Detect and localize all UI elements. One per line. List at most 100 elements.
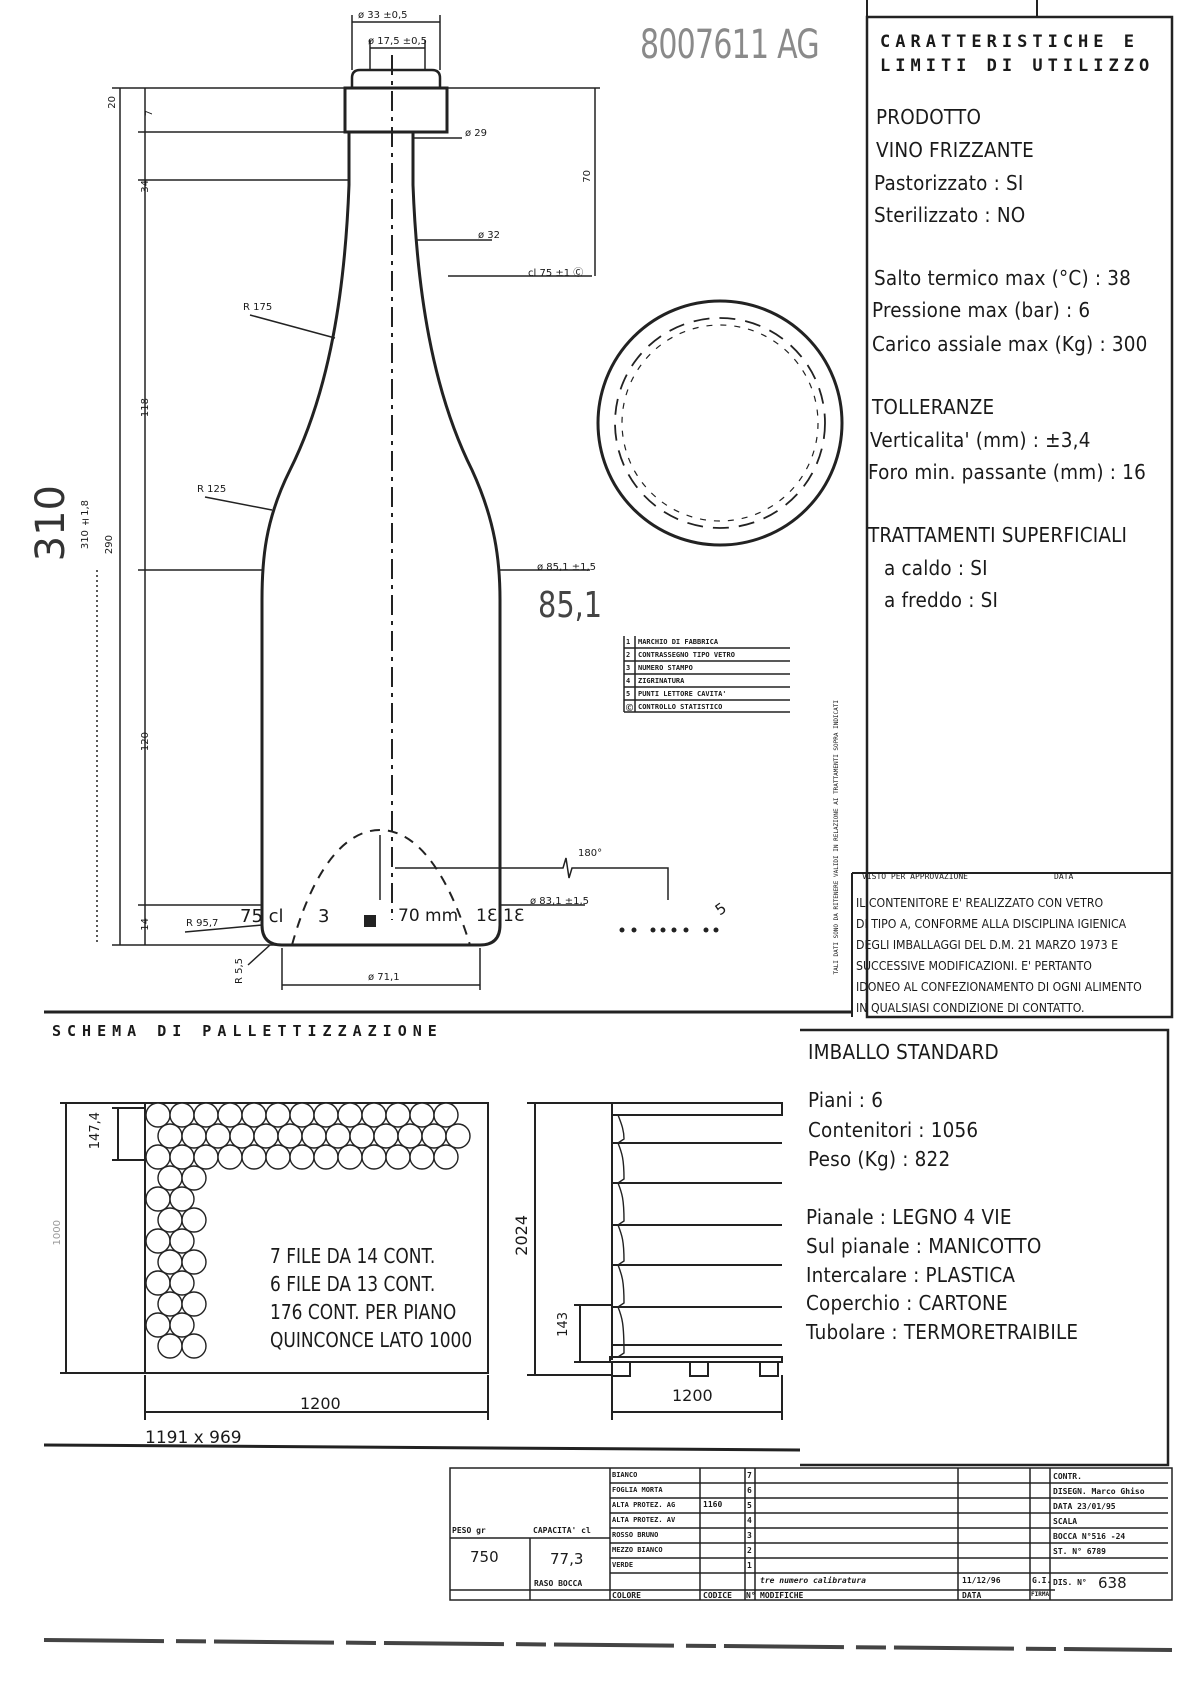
tb-codice-label: CODICE bbox=[703, 1591, 732, 1600]
approval-date-label: DATA bbox=[1054, 872, 1074, 881]
legend-number: 2 bbox=[626, 651, 631, 659]
dim-height-34: 34 bbox=[140, 180, 151, 193]
pallet-container-circle bbox=[157, 1249, 183, 1275]
tb-bocca: BOCCA N°516 -24 bbox=[1053, 1532, 1126, 1541]
conformity-note-line: IDONEO AL CONFEZIONAMENTO DI OGNI ALIMEN… bbox=[856, 979, 1142, 994]
pallet-container-circle bbox=[265, 1144, 291, 1170]
pallet-layout-line: QUINCONCE LATO 1000 bbox=[270, 1328, 473, 1352]
dim-height-20: 20 bbox=[107, 96, 118, 109]
pallet-container-circle bbox=[169, 1312, 195, 1338]
tb-contr: CONTR. bbox=[1053, 1472, 1082, 1481]
pallet-width-dim-side: 1200 bbox=[672, 1386, 713, 1405]
tb-capacita-label: CAPACITA' cl bbox=[533, 1526, 591, 1535]
pallet-layout-line: 6 FILE DA 13 CONT. bbox=[270, 1272, 436, 1296]
pallet-container-circle bbox=[409, 1102, 435, 1128]
pallet-container-circle bbox=[169, 1102, 195, 1128]
legend-label: NUMERO STAMPO bbox=[638, 664, 693, 672]
dim-radius-957: R 95,7 bbox=[186, 918, 219, 929]
tb-dis-value: 638 bbox=[1098, 1574, 1127, 1592]
legend-label: MARCHIO DI FABBRICA bbox=[638, 638, 719, 646]
tb-revision-number: 1 bbox=[747, 1561, 752, 1570]
legend-label: CONTRASSEGNO TIPO VETRO bbox=[638, 651, 735, 659]
tb-revision-number: 4 bbox=[747, 1516, 752, 1525]
legend-number: 1 bbox=[626, 638, 631, 646]
tb-data-1: 11/12/96 bbox=[962, 1576, 1001, 1585]
imballo-coperchio: Coperchio : CARTONE bbox=[806, 1291, 1008, 1315]
tb-codice-value: 1160 bbox=[703, 1500, 723, 1509]
tb-colore-item: ALTA PROTEZ. AV bbox=[612, 1516, 676, 1524]
pallet-container-circle bbox=[337, 1102, 363, 1128]
specs-tolleranze-heading: TOLLERANZE bbox=[872, 395, 995, 419]
conformity-note-line: IL CONTENITORE E' REALIZZATO CON VETRO bbox=[856, 895, 1104, 910]
specs-trattamento-caldo: a caldo : SI bbox=[884, 556, 988, 580]
specs-pastorizzato: Pastorizzato : SI bbox=[874, 171, 1024, 195]
dim-body-diameter: ø 85,1 ±1,5 bbox=[537, 562, 597, 573]
pallet-container-circle bbox=[181, 1333, 207, 1359]
dim-height-290: 290 bbox=[104, 535, 115, 555]
tb-st: ST. N° 6789 bbox=[1053, 1547, 1106, 1556]
dim-neck-29: ø 29 bbox=[465, 128, 488, 139]
pallet-container-circle bbox=[253, 1123, 279, 1149]
specs-title-line2: LIMITI DI UTILIZZO bbox=[880, 56, 1155, 76]
dim-fill-level: cl 75 ±1 Ⓒ bbox=[528, 268, 584, 279]
pallet-container-circle bbox=[277, 1123, 303, 1149]
legend-number: 5 bbox=[626, 690, 631, 698]
tb-disegn: DISEGN. Marco Ghiso bbox=[1053, 1487, 1145, 1496]
pallet-container-circle bbox=[241, 1102, 267, 1128]
legend-label: CONTROLLO STATISTICO bbox=[638, 703, 723, 711]
imballo-intercalare: Intercalare : PLASTICA bbox=[806, 1263, 1016, 1287]
tb-colore-item: VERDE bbox=[612, 1561, 634, 1569]
pallet-base-dim: 143 bbox=[556, 1312, 571, 1337]
pallet-layout-line: 176 CONT. PER PIANO bbox=[270, 1300, 457, 1324]
pallet-container-circle bbox=[181, 1249, 207, 1275]
imballo-piani: Piani : 6 bbox=[808, 1088, 884, 1112]
specs-sterilizzato: Sterilizzato : NO bbox=[874, 203, 1026, 227]
pallet-container-circle bbox=[325, 1123, 351, 1149]
imballo-pianale: Pianale : LEGNO 4 VIE bbox=[806, 1205, 1012, 1229]
legend-number: Ⓒ bbox=[626, 704, 633, 712]
tb-revision-number: 3 bbox=[747, 1531, 752, 1540]
pallet-container-circle bbox=[241, 1144, 267, 1170]
pallet-container-circle bbox=[181, 1123, 207, 1149]
specs-salto-termico: Salto termico max (°C) : 38 bbox=[874, 266, 1132, 290]
conformity-note-line: IN QUALSIASI CONDIZIONE DI CONTATTO. bbox=[856, 1000, 1085, 1015]
pallet-container-circle bbox=[361, 1144, 387, 1170]
specs-trattamento-freddo: a freddo : SI bbox=[884, 588, 999, 612]
tb-firma-1: G.I. bbox=[1032, 1576, 1052, 1585]
big-diameter-annotation: 85,1 bbox=[538, 585, 603, 626]
tb-firma-label: FIRMA bbox=[1031, 1591, 1050, 1598]
pallet-container-circle bbox=[361, 1102, 387, 1128]
pallet-container-circle bbox=[157, 1333, 183, 1359]
imballo-contenitori: Contenitori : 1056 bbox=[808, 1118, 979, 1142]
specs-foro-minimo: Foro min. passante (mm) : 16 bbox=[868, 460, 1146, 484]
pallet-container-circle bbox=[301, 1123, 327, 1149]
pallet-container-circle bbox=[157, 1165, 183, 1191]
pallet-container-circle bbox=[145, 1144, 171, 1170]
pallet-container-circle bbox=[385, 1144, 411, 1170]
dim-top-inner: ø 17,5 ±0,5 bbox=[368, 36, 428, 47]
pallet-size: 1191 x 969 bbox=[145, 1428, 242, 1448]
tb-revision-number: 2 bbox=[747, 1546, 752, 1555]
imballo-tubolare: Tubolare : TERMORETRAIBILE bbox=[806, 1320, 1079, 1344]
pallet-width-dim-plan: 1200 bbox=[300, 1394, 341, 1413]
tb-num-label: N° bbox=[746, 1591, 756, 1600]
pallet-container-circle bbox=[337, 1144, 363, 1170]
pallet-container-circle bbox=[193, 1144, 219, 1170]
dim-radius-55: R 5,5 bbox=[234, 958, 245, 985]
engrave-mould-number: 3 bbox=[318, 906, 330, 927]
dim-angle-180: 180° bbox=[578, 848, 603, 859]
dim-bottom-diameter: ø 71,1 bbox=[368, 972, 400, 983]
pallet-container-circle bbox=[433, 1144, 459, 1170]
pallet-container-circle bbox=[289, 1144, 315, 1170]
pallet-container-circle bbox=[157, 1291, 183, 1317]
tb-revision-number: 6 bbox=[747, 1486, 752, 1495]
tb-colore-item: ROSSO BRUNO bbox=[612, 1531, 659, 1539]
specs-carico-assiale: Carico assiale max (Kg) : 300 bbox=[872, 332, 1148, 356]
pallet-container-circle bbox=[157, 1207, 183, 1233]
dim-total-height: 310 ±1,8 bbox=[80, 500, 91, 550]
specs-trattamenti-heading: TRATTAMENTI SUPERFICIALI bbox=[868, 523, 1128, 547]
pallet-container-circle bbox=[349, 1123, 375, 1149]
pallet-container-circle bbox=[385, 1102, 411, 1128]
tb-peso-label: PESO gr bbox=[452, 1526, 486, 1535]
